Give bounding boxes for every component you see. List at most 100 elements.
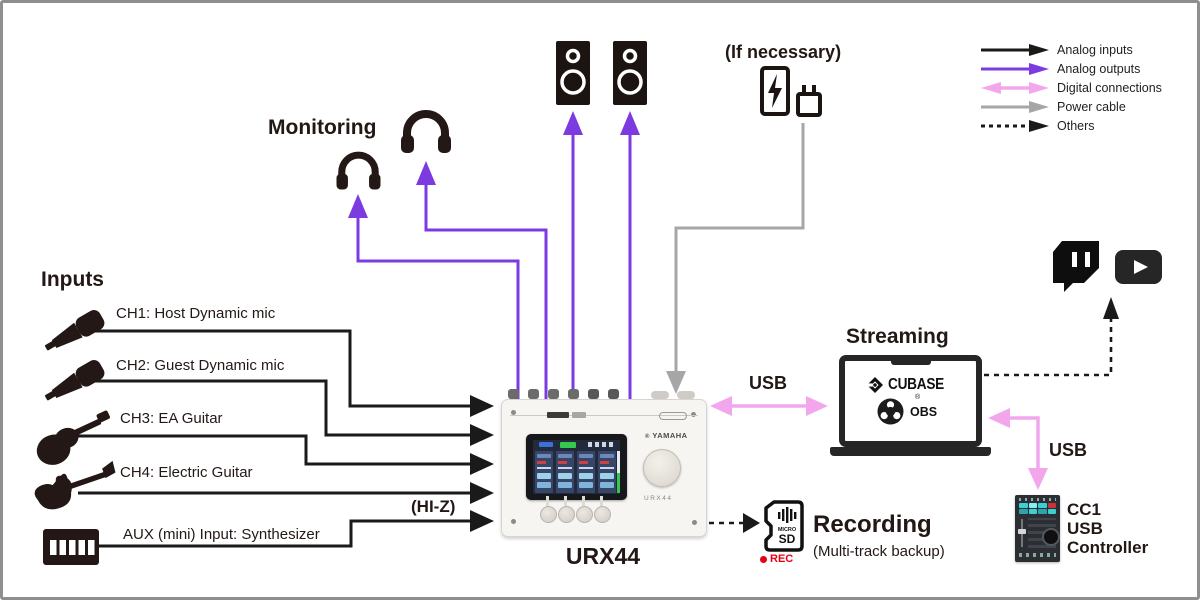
solid-gray-arrow-icon [981, 100, 1049, 113]
cubase-label: CUBASE [888, 376, 945, 393]
legend-label: Digital connections [1057, 80, 1162, 95]
touchscreen-display [533, 440, 620, 494]
inputs-title: Inputs [41, 268, 104, 291]
usb-main-label: USB [749, 373, 788, 393]
legend-label: Analog inputs [1057, 42, 1133, 57]
legend-power-cable: Power cable [981, 99, 1162, 114]
dynamic-mic-icon [44, 360, 105, 401]
device-top-connectors [508, 389, 628, 399]
cc1-line3: Controller [1067, 538, 1149, 557]
hi-z-label: (HI-Z) [411, 497, 456, 516]
headphones-icon [401, 110, 451, 153]
device-model-text: URX44 [644, 495, 673, 502]
controller-leds [1019, 498, 1056, 501]
sd-micro-text: MICRO [778, 527, 797, 533]
stream-out-line [984, 317, 1113, 377]
fader-slot [546, 496, 549, 506]
obs-label: OBS [910, 404, 938, 419]
yamaha-logo: ® YAMAHA [645, 431, 688, 440]
channel-knob[interactable] [558, 506, 575, 523]
device-name-label: URX44 [565, 543, 641, 569]
controller-jog-wheel [1042, 528, 1060, 546]
rec-dot-icon [760, 555, 767, 563]
legend-label: Power cable [1057, 99, 1126, 114]
if-necessary-label: (If necessary) [725, 42, 842, 62]
power-arrowhead [666, 371, 686, 394]
power-bank-icon [760, 66, 790, 116]
screw-icon [691, 412, 696, 417]
ch2-label: CH2: Guest Dynamic mic [116, 357, 285, 374]
synthesizer-keyboard-icon [43, 529, 99, 565]
streaming-title: Streaming [846, 325, 949, 348]
channel-knob[interactable] [540, 506, 557, 523]
waveform-icon [778, 507, 797, 523]
usb-controller-line [1008, 416, 1040, 469]
cc1-line1: CC1 [1067, 500, 1102, 519]
device-label-chip [572, 412, 586, 418]
usb-controller-arrowheads [988, 408, 1048, 490]
obs-icon [877, 398, 904, 425]
fader-slot [600, 496, 603, 506]
urx44-device: ® YAMAHA URX44 [501, 399, 707, 537]
speaker-icon [556, 41, 590, 105]
registered-mark: ® [915, 394, 921, 401]
legend: Analog inputs Analog outputs Digital con… [981, 42, 1162, 133]
usb-power-plug-icon [796, 85, 822, 117]
analog-output-lines [356, 133, 632, 403]
micro-sd-card-icon: MICRO SD [764, 500, 804, 552]
recording-subtitle: (Multi-track backup) [813, 543, 945, 560]
cc1-controller-label: CC1 USB Controller [1067, 500, 1148, 557]
channel-knob[interactable] [594, 506, 611, 523]
cc1-line2: USB [1067, 519, 1103, 538]
recording-title: Recording [813, 511, 932, 538]
speaker-icon [613, 41, 647, 105]
sd-text: SD [779, 532, 796, 546]
screw-icon [511, 410, 516, 415]
fader-slot [564, 496, 567, 506]
ch1-label: CH1: Host Dynamic mic [116, 305, 276, 322]
rec-indicator: REC [760, 553, 793, 565]
twitch-icon [1053, 241, 1099, 292]
legend-label: Others [1057, 118, 1095, 133]
legend-label: Analog outputs [1057, 61, 1141, 76]
analog-output-arrowheads [348, 111, 640, 218]
ch3-label: CH3: EA Guitar [120, 410, 223, 427]
monitoring-title: Monitoring [268, 116, 377, 139]
acoustic-guitar-icon [36, 410, 110, 465]
usb-main-arrowheads [710, 396, 828, 416]
legend-others: Others [981, 118, 1162, 133]
device-label-chip [547, 412, 569, 418]
controller-fader-cap [1018, 529, 1026, 534]
power-line [674, 123, 805, 373]
solid-black-arrow-icon [981, 43, 1049, 56]
laptop-base [830, 447, 991, 456]
controller-bottom-keys [1019, 553, 1056, 557]
connection-wires [78, 111, 1119, 548]
screw-icon [692, 520, 697, 525]
screw-icon [511, 519, 516, 524]
legend-analog-outputs: Analog outputs [981, 61, 1162, 76]
usb-controller-label: USB [1049, 440, 1088, 460]
laptop-notch [891, 360, 931, 365]
electric-guitar-icon [34, 460, 116, 510]
channel-knob[interactable] [576, 506, 593, 523]
device-touchscreen[interactable] [526, 434, 627, 500]
controller-pads [1019, 503, 1056, 514]
cubase-icon [867, 377, 883, 393]
dynamic-mic-icon [44, 310, 105, 351]
volume-knob[interactable] [643, 449, 681, 487]
solid-purple-arrow-icon [981, 62, 1049, 75]
headphones-icon [336, 151, 381, 190]
device-top-buttons [651, 391, 695, 399]
fader-slot [582, 496, 585, 506]
dashed-black-arrow-icon [981, 119, 1049, 132]
cc1-controller-device [1015, 495, 1060, 562]
double-pink-arrow-icon [981, 81, 1049, 94]
obs-logo-row: OBS [877, 398, 937, 425]
stream-out-arrowhead [1103, 297, 1119, 319]
device-panel-line [510, 415, 698, 416]
analog-input-lines [78, 329, 471, 548]
recording-arrowhead [743, 513, 760, 533]
rec-label: REC [770, 553, 794, 565]
legend-analog-inputs: Analog inputs [981, 42, 1162, 57]
